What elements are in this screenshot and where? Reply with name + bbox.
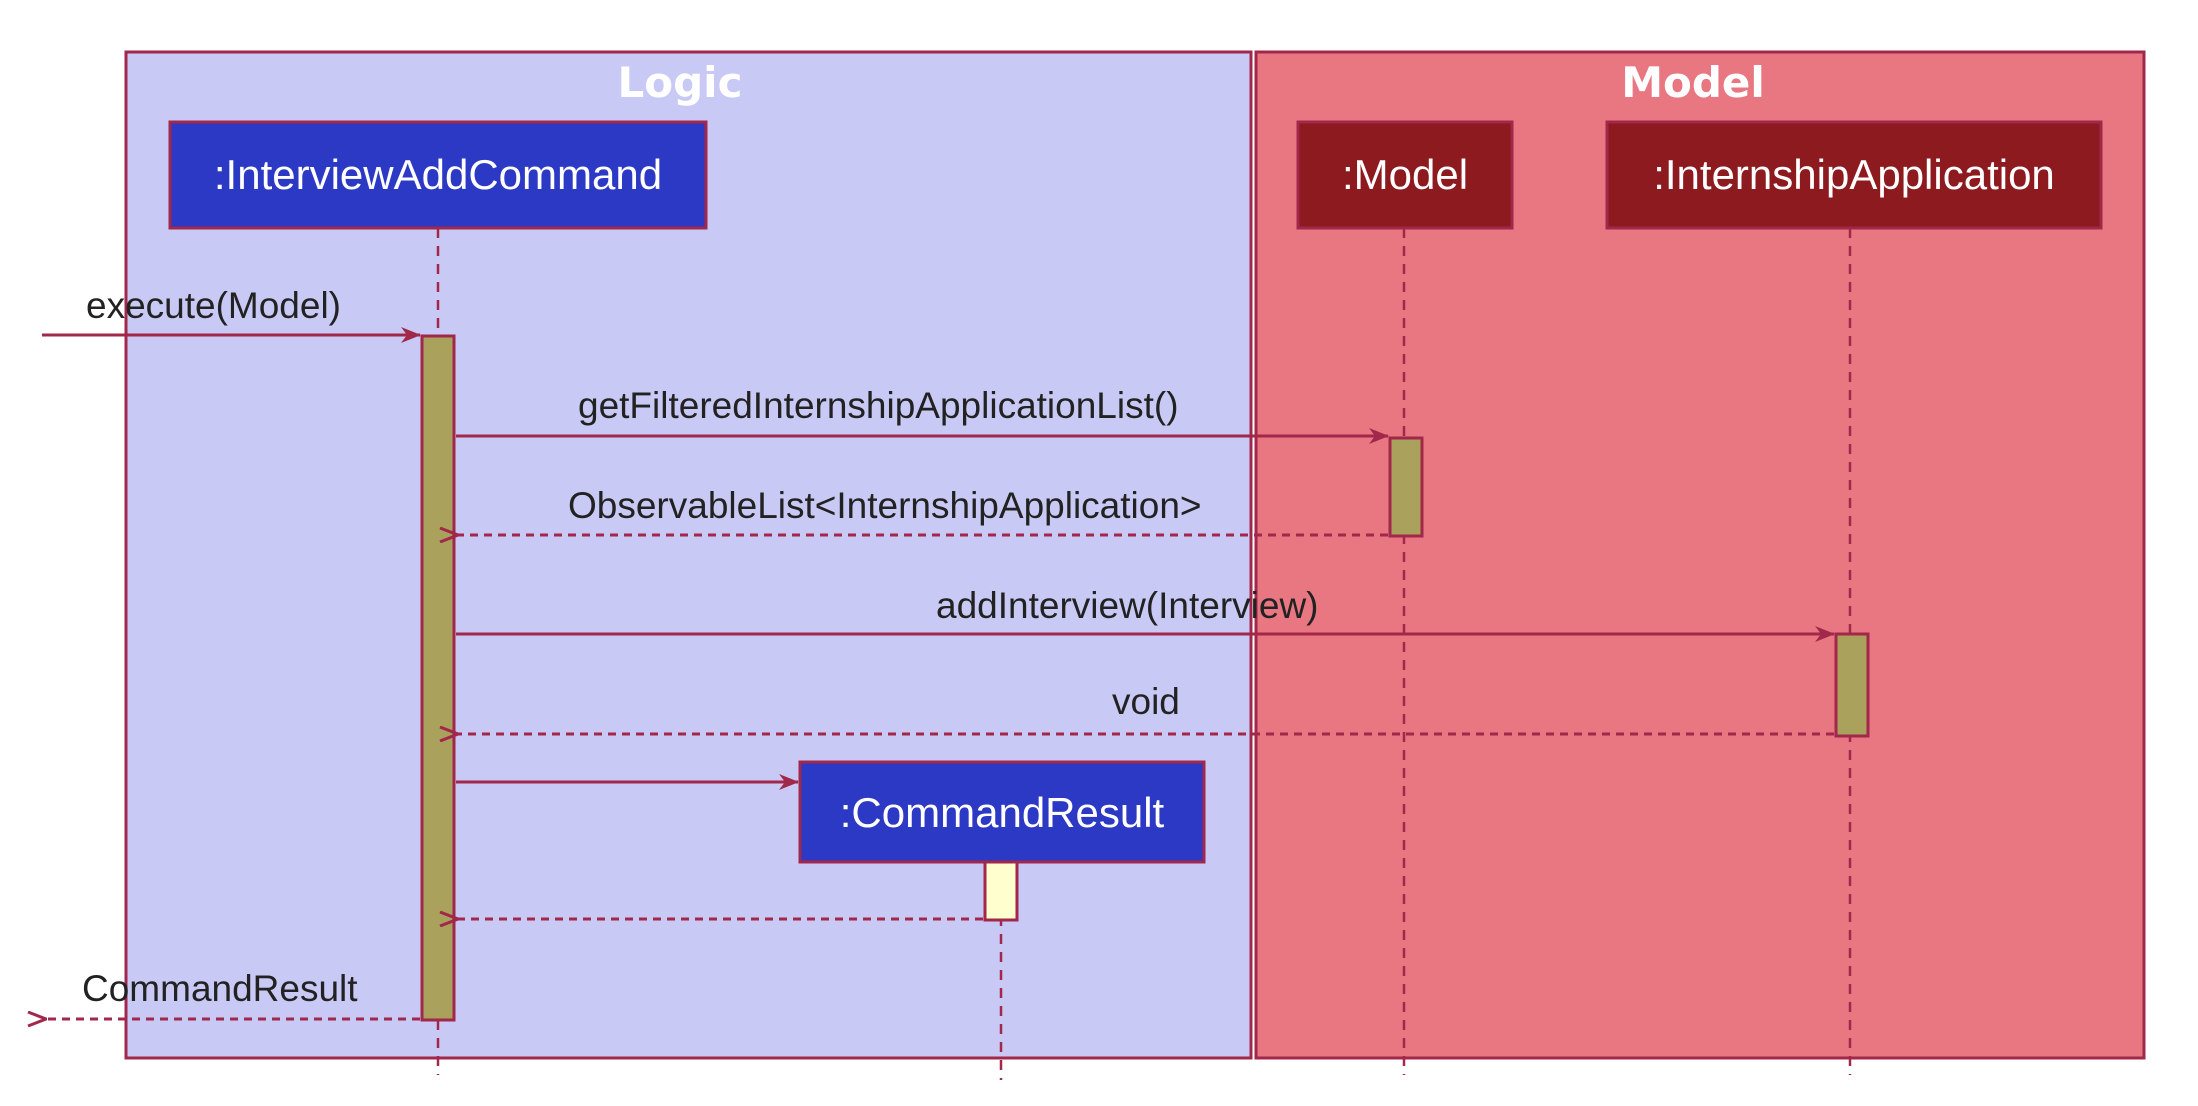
activation-model xyxy=(1388,436,1424,538)
activation-internship-application xyxy=(1834,632,1870,738)
logic-box-title: Logic xyxy=(618,58,743,107)
message-get-filtered-list-label: getFilteredInternshipApplicationList() xyxy=(578,385,1179,426)
message-add-interview-label: addInterview(Interview) xyxy=(936,585,1318,626)
message-return-observable-list-label: ObservableList<InternshipApplication> xyxy=(568,485,1202,526)
participant-interview-add-command-label: :InterviewAddCommand xyxy=(214,151,662,198)
message-execute-label: execute(Model) xyxy=(86,285,341,326)
participant-internship-application-label: :InternshipApplication xyxy=(1653,151,2055,198)
message-return-void-label: void xyxy=(1112,681,1180,722)
message-return-command-result-label: CommandResult xyxy=(82,968,358,1009)
activation-interview-add-command xyxy=(420,334,456,1022)
participant-internship-application: :InternshipApplication xyxy=(1605,120,2103,230)
participant-command-result: :CommandResult xyxy=(798,760,1206,864)
activation-command-result xyxy=(983,860,1019,922)
participant-model: :Model xyxy=(1296,120,1514,230)
participant-model-label: :Model xyxy=(1342,151,1468,198)
model-box-title: Model xyxy=(1621,58,1765,107)
participant-command-result-label: :CommandResult xyxy=(840,789,1165,836)
participant-interview-add-command: :InterviewAddCommand xyxy=(168,120,708,230)
